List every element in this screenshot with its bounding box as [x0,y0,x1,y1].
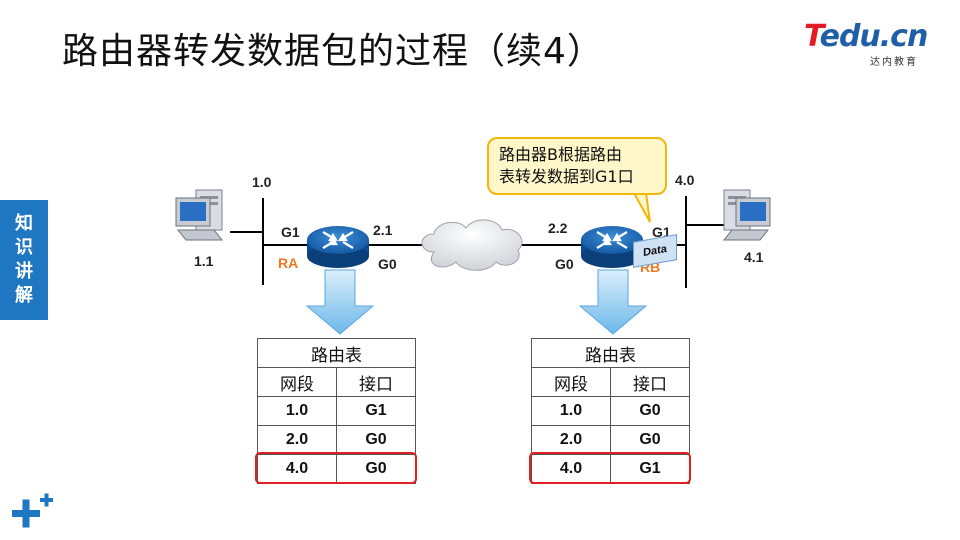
highlight-box-rb [529,452,691,484]
net-label-right: 4.0 [675,172,695,188]
section-tab: 知 识 讲 解 [0,200,48,320]
callout-pointer [632,192,651,223]
page-title: 路由器转发数据包的过程（续4） [62,31,604,72]
callout-box: 路由器B根据路由 表转发数据到G1口 [487,137,667,195]
ra-addr-label: 2.1 [373,222,393,238]
logo-subtitle: 达内教育 [870,57,918,68]
net-label-left: 1.0 [252,174,272,190]
column-header: 网段 [257,367,337,397]
column-header: 网段 [531,367,611,397]
ra-g1-label: G1 [281,224,300,240]
tedu-logo: Tedu.cn 达内教育 [804,19,928,69]
host-label-right: 4.1 [744,249,764,265]
ra-g0-label: G0 [378,256,397,272]
wan-cloud [421,219,523,271]
host-1-1-icon [175,189,223,241]
rb-arrow [578,269,648,335]
rb-addr-label: 2.2 [548,220,568,236]
column-header: 接口 [610,367,690,397]
rb-g0-label: G0 [555,256,574,272]
column-header: 接口 [336,367,416,397]
table-caption: 路由表 [531,338,690,368]
host-label-left: 1.1 [194,253,214,269]
table-caption: 路由表 [257,338,416,368]
host-4-1-icon [723,189,771,241]
ra-arrow [305,269,375,335]
ra-name-label: RA [278,255,299,271]
plus-decoration-icon [12,493,53,528]
highlight-box-ra [255,452,417,484]
router-ra-icon [305,224,371,270]
